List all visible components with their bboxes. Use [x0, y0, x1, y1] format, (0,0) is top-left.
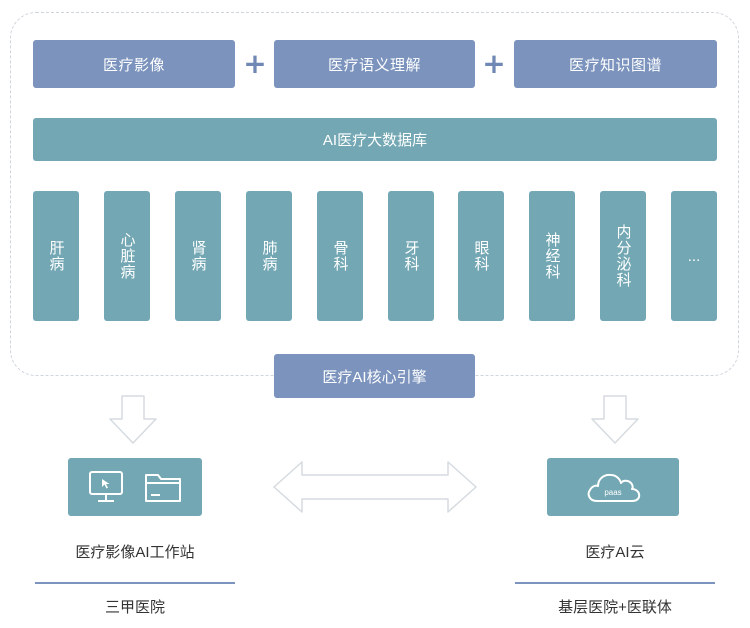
- department-liver: 肝病: [33, 191, 79, 321]
- department-more: ...: [671, 191, 717, 321]
- module-label: 医疗语义理解: [327, 56, 421, 74]
- module-semantic-understanding: 医疗语义理解: [274, 40, 475, 88]
- department-label: 肾病: [189, 240, 207, 272]
- plus-icon: +: [243, 46, 267, 80]
- plus-icon: +: [482, 46, 506, 80]
- down-arrow-left-icon: [109, 395, 157, 444]
- department-neurology: 神经科: [529, 191, 575, 321]
- department-label: 眼科: [472, 240, 490, 272]
- ai-medical-database: AI医疗大数据库: [33, 118, 717, 161]
- department-orthopedics: 骨科: [317, 191, 363, 321]
- divider-right: [515, 582, 715, 584]
- workstation-title: 医疗影像AI工作站: [75, 544, 195, 561]
- workstation-target: 三甲医院: [104, 599, 165, 616]
- department-kidney: 肾病: [175, 191, 221, 321]
- down-arrow-right-icon: [591, 395, 639, 444]
- department-dental: 牙科: [388, 191, 434, 321]
- computer-icon: [89, 471, 123, 502]
- database-label: AI医疗大数据库: [322, 132, 428, 149]
- folder-icon: [145, 474, 181, 502]
- cloud-target: 基层医院+医联体: [558, 599, 672, 616]
- department-label: 肺病: [260, 240, 278, 272]
- module-label: 医疗知识图谱: [568, 56, 662, 74]
- cloud-title: 医疗AI云: [585, 544, 645, 561]
- department-heart: 心脏病: [104, 191, 150, 321]
- department-endocrinology: 内分泌科: [600, 191, 646, 321]
- divider-left: [35, 582, 235, 584]
- department-label: 神经科: [543, 232, 561, 280]
- department-label: ...: [687, 247, 701, 265]
- engine-label: 医疗AI核心引擎: [322, 368, 427, 386]
- module-knowledge-graph: 医疗知识图谱: [514, 40, 717, 88]
- department-lung: 肺病: [246, 191, 292, 321]
- department-label: 肝病: [47, 240, 65, 272]
- department-label: 心脏病: [118, 232, 136, 280]
- cloud-icon-text: paas: [604, 488, 621, 497]
- department-label: 骨科: [331, 240, 349, 272]
- module-medical-imaging: 医疗影像: [33, 40, 235, 88]
- cloud-icon: paas: [587, 473, 641, 502]
- department-ophthalmology: 眼科: [458, 191, 504, 321]
- medical-ai-core-engine: 医疗AI核心引擎: [274, 354, 475, 398]
- ai-workstation-box: [68, 458, 202, 516]
- department-columns: 肝病 心脏病 肾病 肺病 骨科 牙科 眼科 神经科 内分泌科 ...: [33, 191, 717, 321]
- department-label: 牙科: [402, 240, 420, 272]
- department-label: 内分泌科: [614, 224, 632, 288]
- module-label: 医疗影像: [102, 56, 165, 74]
- bidirectional-arrow-icon: [273, 461, 477, 513]
- ai-cloud-box: paas: [547, 458, 679, 516]
